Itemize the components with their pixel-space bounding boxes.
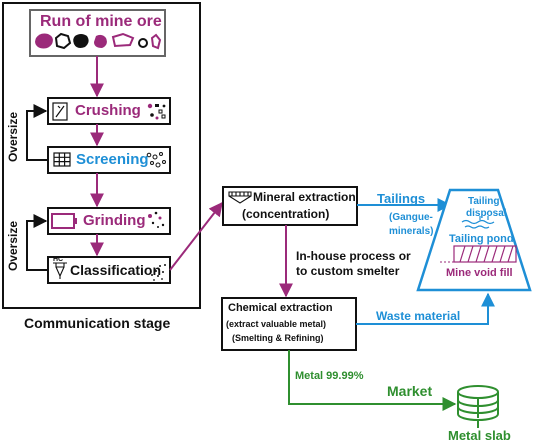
classified-particles-icon [151,264,166,281]
inhouse-line1: In-house process or [296,249,411,263]
market-label: Market [387,383,433,399]
oversize-label-2: Oversize [6,220,20,272]
screening-box [47,146,171,174]
arrow-classification-to-mineral [169,201,223,271]
hydrocyclone-icon [53,262,67,279]
screening-label: Screening [76,151,149,168]
screened-particles-icon [146,152,166,168]
tailings-label: Tailings [377,191,426,206]
mine-void-fill-label: Mine void fill [446,267,513,279]
oversize-label-1: Oversize [6,111,20,163]
mineral-extraction-line2: (concentration) [242,207,330,221]
communication-stage-frame [2,2,201,309]
ground-particles-icon [148,211,165,228]
run-of-mine-title: Run of mine ore [40,13,162,30]
oversize-loop-2 [26,214,48,271]
hc-tag: HC [53,256,64,263]
tailing-disposal-shape [416,188,532,292]
crusher-icon [52,102,68,121]
tailing-disposal-line1: Tailing [468,196,500,207]
crushed-particles-icon [147,103,166,120]
classification-box [47,256,171,284]
communication-stage-caption: Communication stage [24,315,171,331]
metal-purity-label: Metal 99.99% [295,370,364,382]
grinding-label: Grinding [83,212,146,229]
concentrator-icon [228,191,252,204]
metal-slab-icon [457,385,499,421]
tailing-pond-icon [461,216,495,229]
grinding-box [47,207,171,235]
grinding-mill-icon [51,213,77,229]
mineral-extraction-line1: Mineral extraction [253,190,356,204]
metal-slab-label: Metal slab [448,428,511,443]
tailings-sub2: minerals) [389,226,434,237]
chemical-extraction-line3: (Smelting & Refining) [232,333,324,343]
arrow-waste-material [356,292,495,325]
arrow-metal-to-market [288,350,457,411]
oversize-loop-1 [26,104,48,161]
chemical-extraction-line2: (extract valuable metal) [226,319,327,329]
waste-material-label: Waste material [376,309,461,323]
tailings-sub1: (Gangue- [389,212,433,223]
inhouse-line2: to custom smelter [296,264,400,278]
tailing-disposal-line2: disposal [466,208,507,219]
chemical-extraction-line1: Chemical extraction [228,302,333,314]
classification-label: Classification [70,262,162,278]
crushing-label: Crushing [75,102,141,119]
crushing-box [47,97,171,125]
tailing-pond-label: Tailing pond [449,233,514,245]
ore-rocks-icon [35,32,162,50]
screen-mesh-icon [53,152,71,167]
mine-void-fill-pattern [453,245,517,263]
